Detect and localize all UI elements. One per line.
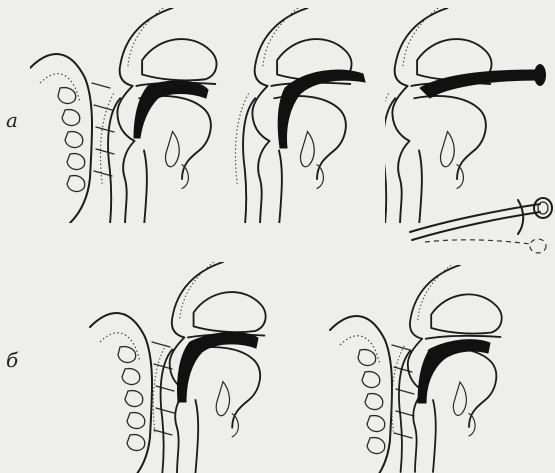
panel-b-2 bbox=[320, 265, 555, 473]
panel-a-2 bbox=[225, 8, 400, 223]
nasal-airway-black bbox=[278, 70, 365, 148]
nasopharyngeal-tube-black bbox=[420, 70, 537, 98]
panel-b-1 bbox=[80, 262, 300, 473]
panel-a-1 bbox=[30, 8, 240, 223]
tube-flange bbox=[534, 64, 546, 86]
row-a-label: а bbox=[6, 108, 18, 132]
oral-airway-black-b1 bbox=[178, 332, 259, 402]
airway-diagram-a1 bbox=[30, 8, 240, 223]
airway-diagram-b1 bbox=[80, 262, 300, 473]
airway-diagram-a2 bbox=[225, 8, 400, 223]
tube-illustration bbox=[400, 190, 555, 265]
tube-drawing bbox=[400, 190, 555, 265]
row-b-label: б bbox=[6, 348, 18, 372]
oral-airway-black bbox=[134, 81, 208, 138]
airway-diagram-b2 bbox=[320, 265, 555, 473]
airway-black-b2 bbox=[418, 340, 490, 403]
